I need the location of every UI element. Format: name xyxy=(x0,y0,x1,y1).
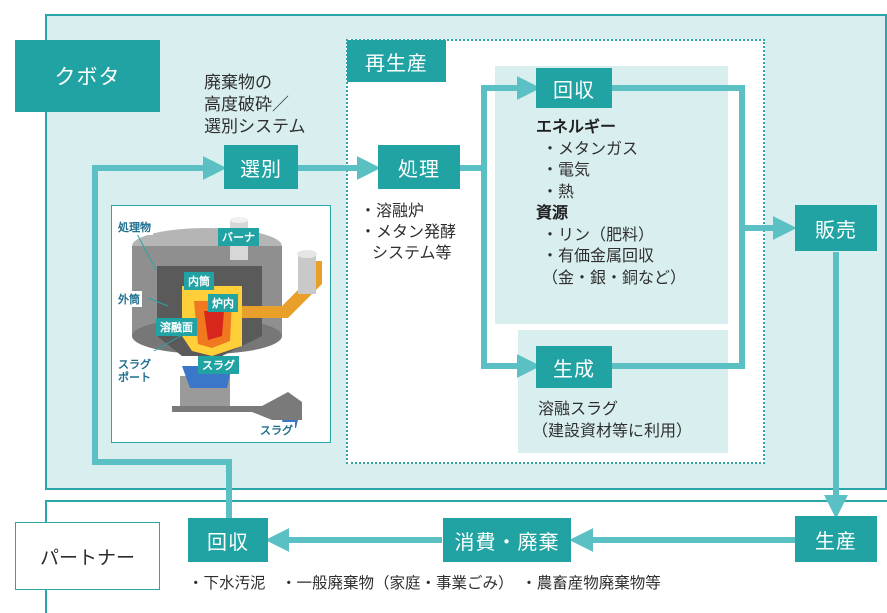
energy-item: ・メタンガス xyxy=(542,138,639,158)
recovery-panel xyxy=(495,66,728,324)
node-processing: 処理 xyxy=(378,145,460,189)
label-inner: 内筒 xyxy=(184,272,214,290)
node-production: 生産 xyxy=(795,516,877,562)
method-melting-furnace: ・溶融炉 xyxy=(360,201,425,220)
arrow-recovery-to-sales xyxy=(612,85,745,228)
energy-item: ・熱 xyxy=(542,181,575,201)
resource-item: ・リン（肥料） xyxy=(542,224,655,244)
kubota-label: クボタ xyxy=(15,40,160,112)
recovery-items: エネルギー ・メタンガス ・電気 ・熱 資源 ・リン（肥料） ・有価金属回収 （… xyxy=(536,116,686,288)
sorting-desc-line3: 選別システム xyxy=(204,117,306,137)
label-slag-port: スラグ ポート xyxy=(116,358,153,384)
node-generation: 生成 xyxy=(536,346,612,388)
resource-item: ・有価金属回収 xyxy=(542,246,655,265)
sorting-desc-line1: 廃棄物の xyxy=(204,73,272,93)
label-burner: バーナ xyxy=(218,228,259,246)
arrow-collect-to-sorting xyxy=(92,156,232,531)
node-recovery: 回収 xyxy=(536,68,612,108)
node-sorting: 選別 xyxy=(224,145,298,189)
method-system: システム等 xyxy=(372,243,452,262)
generation-item: 溶融スラグ xyxy=(538,399,619,418)
label-material: 処理物 xyxy=(116,219,153,235)
arrow-processing-to-generation xyxy=(481,168,541,378)
energy-item: ・電気 xyxy=(542,160,591,179)
processing-methods: ・溶融炉 ・メタン発酵 システム等 xyxy=(360,200,456,263)
melting-furnace-illustration: 処理物 バーナ 内筒 外筒 炉内 溶融面 スラグ ポート スラグ スラグ xyxy=(111,205,331,443)
label-slag: スラグ xyxy=(198,356,239,374)
resource-item: （金・銀・銅など） xyxy=(542,267,687,287)
sorting-desc-line2: 高度破砕／ xyxy=(204,95,289,115)
arrow-generation-to-sales xyxy=(612,228,745,369)
node-collect: 回収 xyxy=(188,518,268,562)
method-methane: ・メタン発酵 xyxy=(360,222,457,241)
generation-items: 溶融スラグ （建設資材等に利用） xyxy=(532,398,692,442)
partner-label: パートナー xyxy=(15,522,160,590)
regen-label: 再生産 xyxy=(347,40,446,82)
label-outer: 外筒 xyxy=(116,291,142,307)
waste-types: ・下水汚泥 ・一般廃棄物（家庭・事業ごみ） ・農畜産物廃棄物等 xyxy=(188,574,661,592)
resource-header: 資源 xyxy=(536,203,569,222)
node-consume: 消費・廃棄 xyxy=(443,518,571,562)
generation-item: （建設資材等に利用） xyxy=(532,421,693,440)
label-furnace-in: 炉内 xyxy=(208,294,238,312)
node-sales: 販売 xyxy=(795,205,877,251)
label-melt-surface: 溶融面 xyxy=(156,318,197,336)
arrow-processing-to-recovery xyxy=(460,76,541,171)
sorting-description: 廃棄物の 高度破砕／ 選別システム xyxy=(204,72,306,138)
label-slag-out: スラグ xyxy=(258,422,295,438)
energy-header: エネルギー xyxy=(536,117,617,136)
